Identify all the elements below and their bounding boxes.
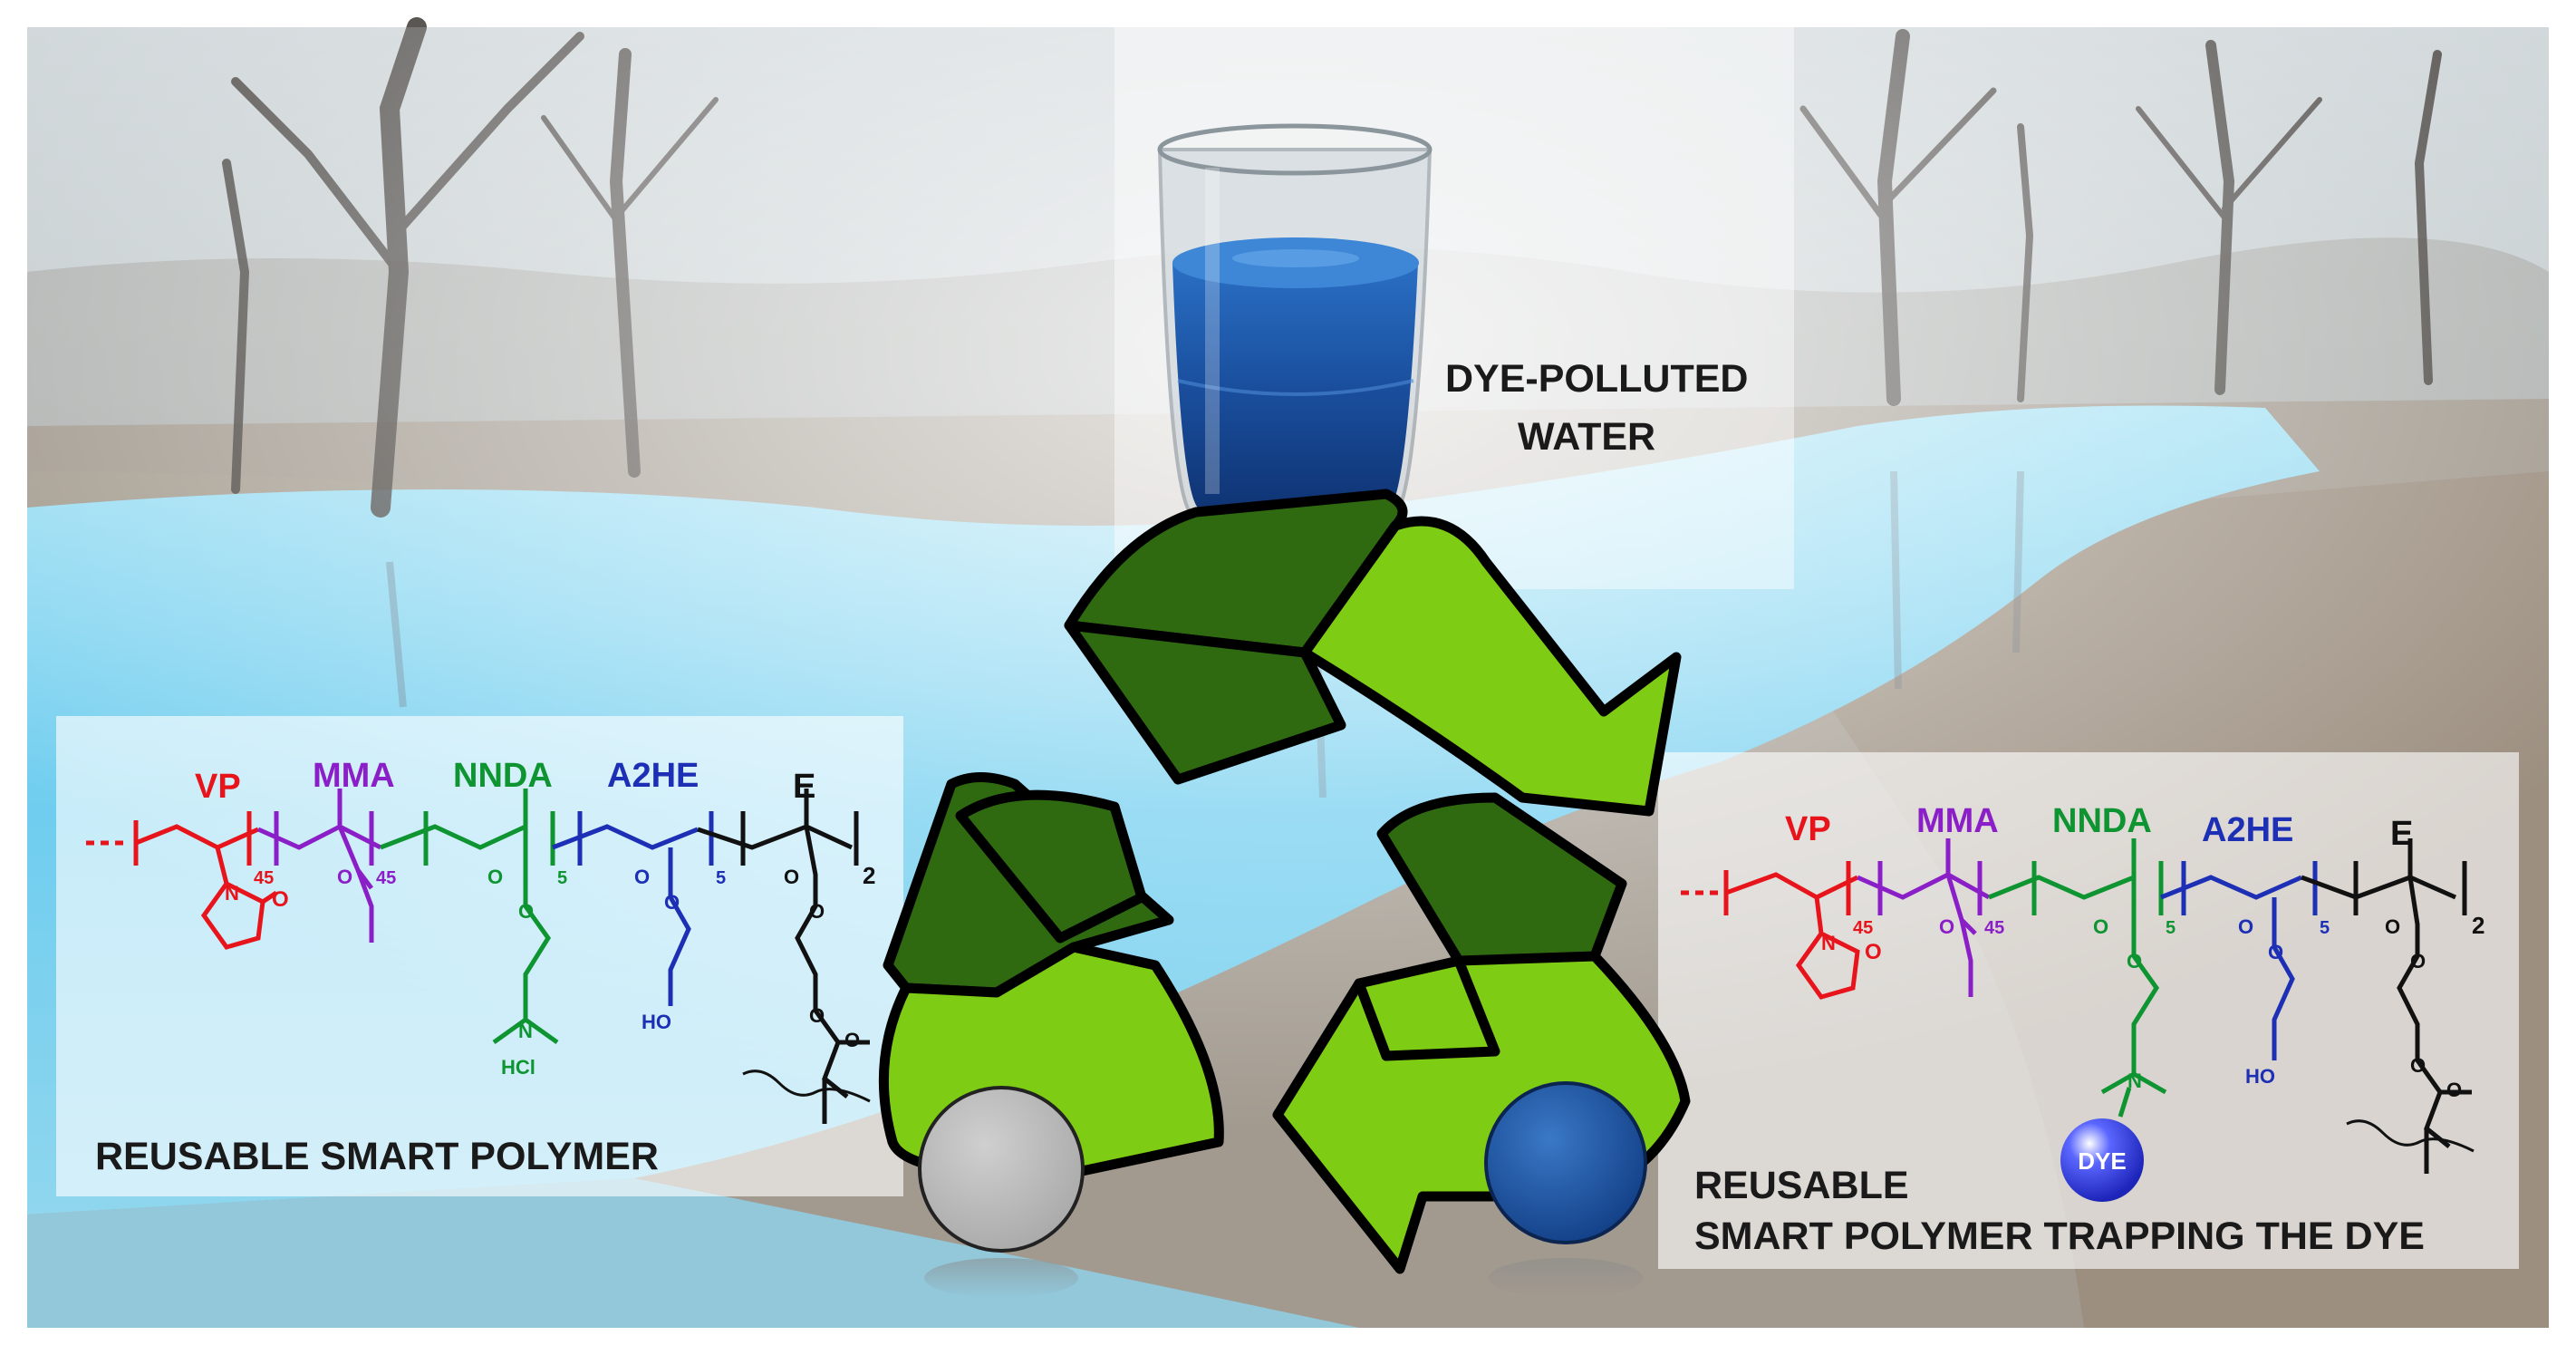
dye-bead-icon	[1484, 1081, 1647, 1244]
label-vp: VP	[1785, 810, 1831, 848]
subscript-a2he: 5	[2320, 918, 2330, 938]
left-panel	[56, 716, 903, 1196]
atom-o: O	[2385, 915, 2400, 938]
label-a2he: A2HE	[2202, 811, 2293, 849]
atom-o: O	[2410, 1054, 2426, 1077]
left-polymer-structure: VP MMA NNDA A2HE E N O 45 O 45	[86, 757, 875, 1124]
atom-o: O	[2446, 1079, 2462, 1101]
atom-o: O	[844, 1029, 860, 1051]
atom-n: N	[518, 1020, 533, 1042]
label-vp: VP	[195, 768, 241, 806]
right-panel-caption-line1: REUSABLE	[1694, 1164, 1909, 1207]
atom-o: O	[2093, 915, 2108, 938]
glass-icon	[1157, 123, 1433, 518]
subscript-e: 2	[863, 862, 875, 889]
dye-water-caption-line2: WATER	[1518, 415, 1655, 459]
atom-n: N	[2127, 1069, 2142, 1092]
label-mma: MMA	[1916, 802, 1999, 840]
right-polymer-structure: VP MMA NNDA A2HE E N O 45 O 45	[1681, 802, 2484, 1202]
dye-water-caption-line1: DYE-POLLUTED	[1445, 357, 1748, 401]
atom-o: O	[518, 900, 534, 923]
atom-o: O	[784, 866, 799, 888]
dye-label: DYE	[2078, 1147, 2126, 1175]
label-nnda: NNDA	[2052, 802, 2152, 840]
atom-o: O	[2268, 941, 2283, 963]
atom-o: O	[2127, 950, 2142, 973]
empty-bead-icon	[918, 1086, 1085, 1253]
dye-molecule-icon	[2060, 1118, 2144, 1202]
subscript-vp: 45	[1853, 918, 1873, 938]
atom-o: O	[272, 887, 289, 912]
bead-reflection	[924, 1258, 1078, 1298]
subscript-mma: 45	[376, 868, 396, 888]
atom-o: O	[2238, 915, 2253, 938]
atom-ho: HO	[642, 1011, 671, 1033]
atom-o: O	[664, 891, 680, 914]
subscript-vp: 45	[254, 868, 274, 888]
label-nnda: NNDA	[453, 757, 553, 795]
subscript-e: 2	[2472, 912, 2484, 939]
label-a2he: A2HE	[607, 757, 699, 795]
atom-n: N	[225, 882, 239, 905]
atom-hcl: HCl	[501, 1056, 535, 1079]
atom-n: N	[1821, 932, 1836, 954]
subscript-nnda: 5	[2166, 918, 2176, 938]
atom-o: O	[1939, 915, 1954, 938]
atom-o: O	[634, 866, 650, 888]
atom-o: O	[1865, 940, 1882, 964]
atom-o: O	[487, 866, 503, 888]
subscript-nnda: 5	[557, 868, 567, 888]
subscript-a2he: 5	[716, 868, 726, 888]
atom-o: O	[2410, 950, 2426, 973]
left-panel-caption: REUSABLE SMART POLYMER	[95, 1135, 659, 1178]
subscript-mma: 45	[1984, 918, 2004, 938]
atom-o: O	[337, 866, 352, 888]
right-panel-caption-line2: SMART POLYMER TRAPPING THE DYE	[1694, 1215, 2425, 1258]
atom-o: O	[809, 900, 825, 923]
atom-ho: HO	[2245, 1065, 2275, 1088]
bead-reflection	[1489, 1258, 1643, 1298]
label-mma: MMA	[313, 757, 395, 795]
atom-o: O	[809, 1004, 825, 1027]
